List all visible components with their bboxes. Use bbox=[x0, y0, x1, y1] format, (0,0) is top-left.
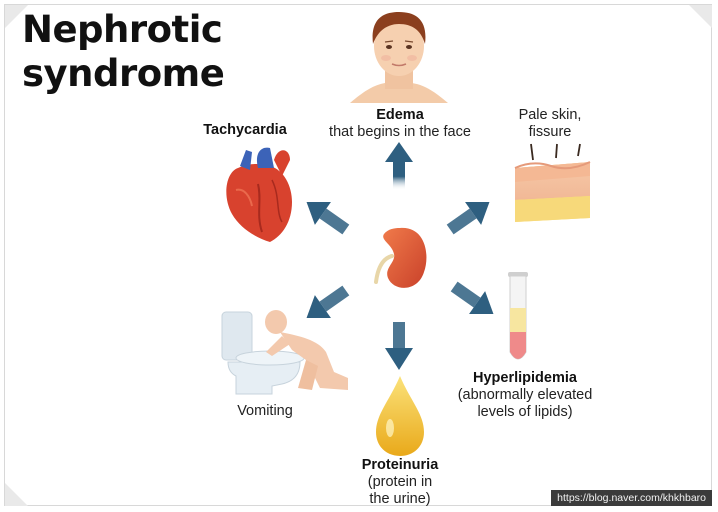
label-proteinuria-title: Proteinuria bbox=[361, 457, 439, 473]
face-icon bbox=[350, 12, 448, 103]
label-vomiting-text: Vomiting bbox=[237, 403, 293, 419]
page-title: Nephrotic syndrome bbox=[22, 8, 225, 96]
arrow-down bbox=[385, 322, 413, 370]
vomiting-icon bbox=[221, 310, 348, 395]
label-edema-title: Edema bbox=[376, 107, 424, 123]
label-hyperlipidemia-line2: levels of lipids) bbox=[477, 404, 573, 420]
label-pale-skin-line2: fissure bbox=[528, 124, 572, 140]
label-pale-skin: Pale skin, fissure bbox=[500, 107, 600, 141]
label-proteinuria-line1: (protein in bbox=[367, 474, 433, 490]
label-tachycardia: Tachycardia bbox=[195, 122, 295, 139]
watermark: https://blog.naver.com/khkhbaro bbox=[551, 490, 712, 506]
label-edema-text: that begins in the face bbox=[329, 124, 471, 140]
label-vomiting: Vomiting bbox=[220, 403, 310, 420]
label-hyperlipidemia: Hyperlipidemia (abnormally elevated leve… bbox=[440, 370, 610, 421]
skin-icon bbox=[514, 143, 591, 222]
arrow-up bbox=[385, 142, 413, 190]
title-line-1: Nephrotic bbox=[22, 8, 223, 51]
title-line-2: syndrome bbox=[22, 52, 225, 95]
image-frame bbox=[4, 4, 712, 506]
test-tube-icon bbox=[508, 272, 528, 360]
arrow-down-left bbox=[306, 285, 350, 319]
kidney-icon bbox=[374, 227, 427, 288]
drop-icon bbox=[376, 376, 424, 456]
label-proteinuria-line2: the urine) bbox=[369, 491, 431, 507]
heart-icon bbox=[226, 147, 292, 242]
label-pale-skin-line1: Pale skin, bbox=[518, 107, 582, 123]
arrow-down-right bbox=[450, 281, 494, 315]
label-proteinuria: Proteinuria (protein in the urine) bbox=[340, 457, 460, 508]
arrow-up-left bbox=[306, 201, 350, 235]
label-hyperlipidemia-line1: (abnormally elevated bbox=[457, 387, 593, 403]
label-edema: Edema that begins in the face bbox=[300, 107, 500, 141]
arrow-up-right bbox=[446, 201, 490, 235]
label-tachycardia-title: Tachycardia bbox=[203, 122, 287, 138]
label-hyperlipidemia-title: Hyperlipidemia bbox=[473, 370, 577, 386]
